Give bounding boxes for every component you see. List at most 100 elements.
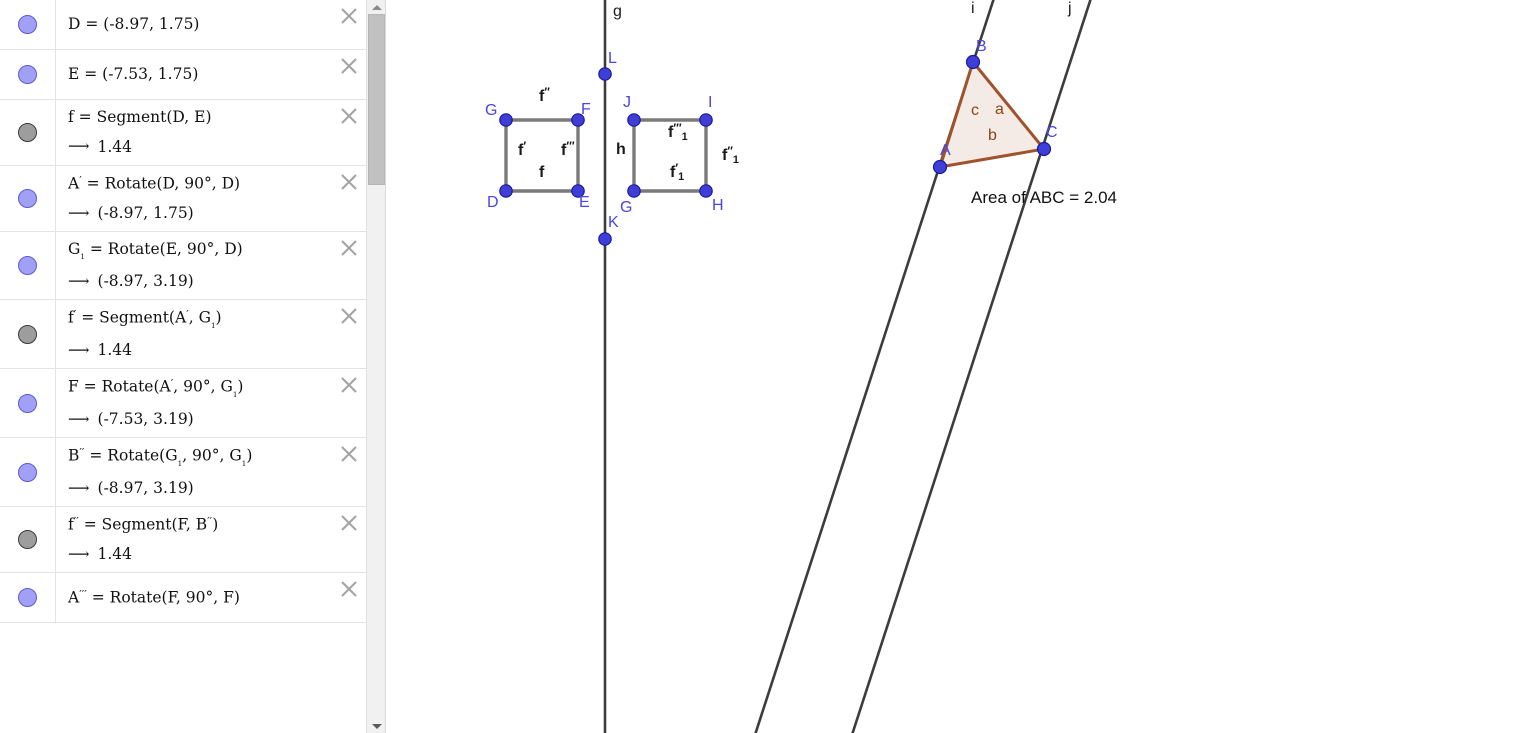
algebra-row-content[interactable]: F = Rotate(A′, 90°, G1) ⟶(-7.53, 3.19) [56,369,366,437]
algebra-row[interactable]: E = (-7.53, 1.75) [0,50,366,100]
point-marker-icon[interactable] [18,15,37,34]
algebra-row[interactable]: A′′′ = Rotate(F, 90°, F) [0,573,366,624]
algebra-row[interactable]: F = Rotate(A′, 90°, G1) ⟶(-7.53, 3.19) [0,369,366,439]
object-definition: G1 = Rotate(E, 90°, D) [68,240,243,262]
triangle-down-icon [372,723,382,729]
scrollbar-thumb[interactable] [368,14,385,185]
algebra-row-content[interactable]: G1 = Rotate(E, 90°, D) ⟶ (-8.97, 3.19) [56,232,366,299]
algebra-row[interactable]: f′′ = Segment(F, B′′) ⟶1.44 [0,507,366,574]
algebra-row-content[interactable]: B′′ = Rotate(G1, 90°, G1) ⟶(-8.97, 3.19) [56,438,366,506]
point-J[interactable] [627,113,641,127]
algebra-row[interactable]: f = Segment(D, E)⟶1.44 [0,100,366,166]
left-square-segments[interactable] [504,118,580,193]
object-visibility-toggle[interactable] [0,165,56,232]
algebra-row-content[interactable]: f′ = Segment(A′, G1) ⟶ 1.44 [56,300,366,368]
point-marker-icon[interactable] [18,462,37,482]
triangle-up-icon [372,4,382,10]
arrow-right-icon: ⟶ [68,478,89,497]
object-definition: E = (-7.53, 1.75) [68,64,199,83]
close-icon[interactable] [338,443,360,465]
point-K[interactable] [598,232,612,246]
point-F[interactable] [571,113,585,127]
object-definition: B′′ = Rotate(G1, 90°, G1) [68,446,253,468]
arrow-right-icon: ⟶ [68,271,89,290]
algebra-row[interactable]: G1 = Rotate(E, 90°, D) ⟶ (-8.97, 3.19) [0,232,366,301]
point-B[interactable] [965,54,981,70]
object-definition: f′′ = Segment(F, B′′) [68,515,219,534]
object-visibility-toggle[interactable] [0,438,56,506]
scroll-up-arrow-icon[interactable] [367,0,385,14]
close-icon[interactable] [338,374,360,396]
algebra-row[interactable]: A′ = Rotate(D, 90°, D)⟶(-8.97, 1.75) [0,165,366,233]
algebra-row[interactable]: B′′ = Rotate(G1, 90°, G1) ⟶(-8.97, 3.19) [0,438,366,507]
object-definition: F = Rotate(A′, 90°, G1) [68,377,244,399]
object-definition: D = (-8.97, 1.75) [68,14,200,33]
close-icon[interactable] [338,578,360,600]
close-icon[interactable] [338,171,360,193]
close-icon[interactable] [338,512,360,534]
point-marker-icon[interactable] [18,588,37,608]
point-C[interactable] [1036,141,1052,157]
segment-marker-icon[interactable] [18,530,37,550]
algebra-row-content[interactable]: f′′ = Segment(F, B′′) ⟶1.44 [56,507,366,572]
object-visibility-toggle[interactable] [0,232,56,300]
algebra-scrollbar[interactable] [366,0,385,733]
point-marker-icon[interactable] [18,65,37,84]
scroll-down-arrow-icon[interactable] [367,719,385,733]
close-icon[interactable] [338,105,360,127]
point-G[interactable] [499,113,513,127]
close-icon[interactable] [338,55,360,77]
object-visibility-toggle[interactable] [0,100,56,165]
point-H[interactable] [699,184,713,198]
algebra-row-content[interactable]: f = Segment(D, E)⟶1.44 [56,100,366,165]
arrow-right-icon: ⟶ [68,340,89,359]
algebra-row[interactable]: D = (-8.97, 1.75) [0,0,366,50]
line-j[interactable] [851,0,1092,733]
object-value: (-8.97, 1.75) [97,204,194,223]
algebra-row-content[interactable]: A′ = Rotate(D, 90°, D)⟶(-8.97, 1.75) [56,166,366,231]
close-icon[interactable] [338,305,360,327]
point-L[interactable] [598,67,612,81]
object-visibility-toggle[interactable] [0,507,56,573]
arrow-right-icon: ⟶ [68,137,89,156]
algebra-row-content[interactable]: E = (-7.53, 1.75) [56,50,366,99]
segment-marker-icon[interactable] [18,122,37,142]
object-visibility-toggle[interactable] [0,50,56,99]
right-square-points[interactable] [627,113,713,198]
object-visibility-toggle[interactable] [0,0,56,49]
geometry-canvas[interactable] [386,0,1522,733]
algebra-row[interactable]: f′ = Segment(A′, G1) ⟶ 1.44 [0,300,366,370]
point-A[interactable] [932,159,948,175]
object-value-line: ⟶1.44 [68,138,332,156]
object-visibility-toggle[interactable] [0,369,56,438]
object-value: (-8.97, 3.19) [97,272,194,291]
object-definition: f′ = Segment(A′, G1) [68,308,222,331]
point-E[interactable] [571,184,585,198]
segment-marker-icon[interactable] [18,324,37,344]
close-icon[interactable] [338,237,360,259]
object-value-line: ⟶(-7.53, 3.19) [68,410,332,428]
object-value-line: ⟶(-8.97, 3.19) [68,479,332,497]
object-visibility-toggle[interactable] [0,300,56,369]
algebra-row-content[interactable]: D = (-8.97, 1.75) [56,0,366,49]
arrow-right-icon: ⟶ [68,409,89,428]
object-visibility-toggle[interactable] [0,573,56,623]
point-marker-icon[interactable] [18,256,37,276]
object-definition: A′′′ = Rotate(F, 90°, F) [68,587,240,607]
point-I[interactable] [699,113,713,127]
point-G2[interactable] [627,184,641,198]
object-value: 1.44 [97,341,133,360]
point-marker-icon[interactable] [18,393,37,413]
object-value: 1.44 [97,545,133,564]
algebra-object-list[interactable]: D = (-8.97, 1.75) E = (-7.53, 1.75) f = Se… [0,0,366,733]
left-square-points[interactable] [499,113,585,198]
object-value-line: ⟶1.44 [68,545,332,563]
close-icon[interactable] [338,5,360,27]
point-marker-icon[interactable] [18,189,37,209]
algebra-row-content[interactable]: A′′′ = Rotate(F, 90°, F) [56,573,366,622]
right-square-segments[interactable] [632,118,708,193]
triangle-ABC[interactable] [937,58,1047,169]
point-D[interactable] [499,184,513,198]
